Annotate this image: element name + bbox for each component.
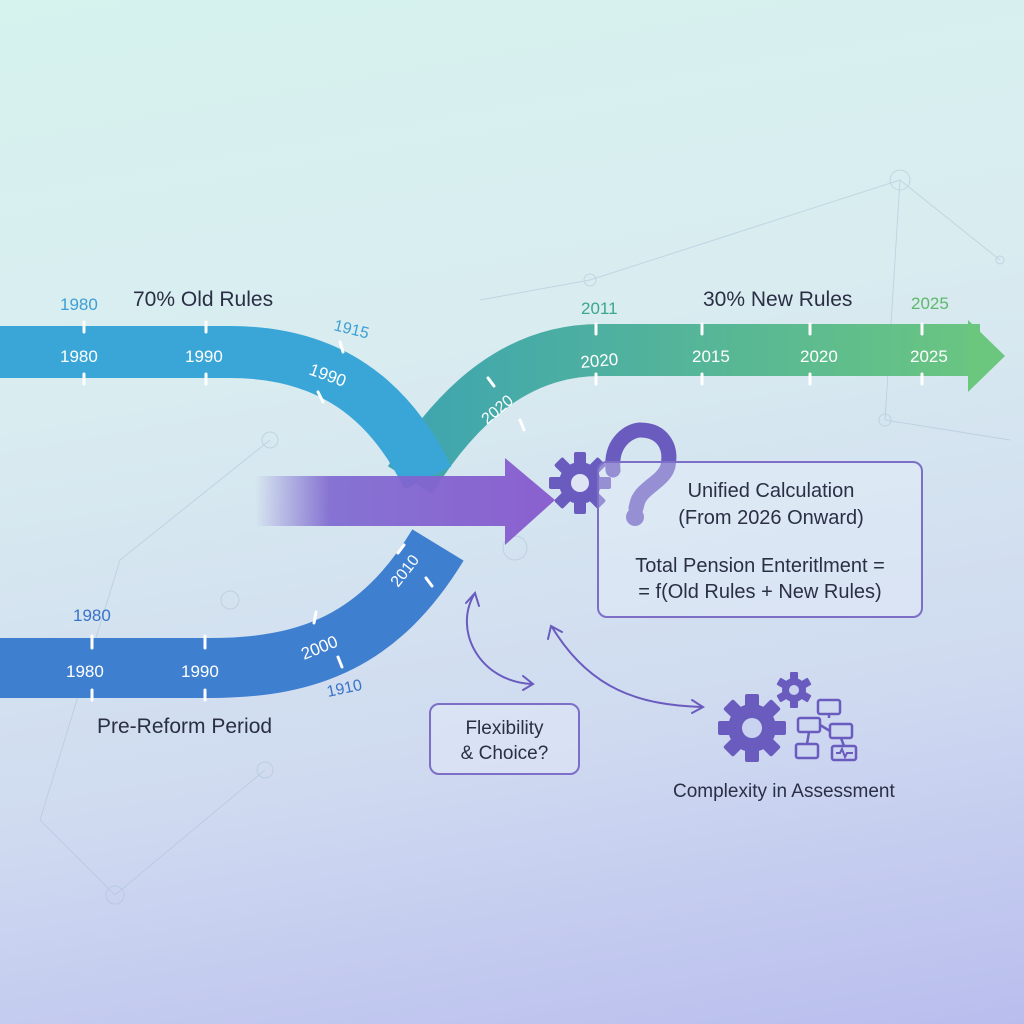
new-rules-tick-label: 2025 <box>910 347 948 366</box>
flexibility-box: Flexibility & Choice? <box>429 703 580 775</box>
new-rules-title: 30% New Rules <box>703 288 852 311</box>
new-rules-tick-label: 2020 <box>800 347 838 366</box>
old-rules-tick-label: 1980 <box>60 347 98 366</box>
new-rules-tick-label: 2020 <box>580 350 619 372</box>
gears-flowchart-icon <box>718 672 858 762</box>
old-rules-band <box>0 326 452 490</box>
old-rules-title: 70% Old Rules <box>133 288 273 311</box>
gear-icon <box>549 452 611 514</box>
new-rules-outer-year: 2011 <box>581 299 618 318</box>
pension-formula-line1: Total Pension Enteritlment = <box>635 555 885 577</box>
old-rules-outer-year: 1915 <box>332 317 371 342</box>
pre-reform-title: Pre-Reform Period <box>97 715 272 738</box>
unified-calculation-title: Unified Calculation <box>687 480 855 502</box>
unified-calculation-box: Unified Calculation (From 2026 Onward) T… <box>597 461 923 618</box>
new-rules-outer-year: 2025 <box>911 294 949 313</box>
pre-reform-tick-label: 1980 <box>66 662 104 681</box>
new-rules-arrowhead <box>968 320 1005 392</box>
new-rules-tick-label: 2015 <box>692 347 730 366</box>
connector-arrows <box>465 591 705 714</box>
pre-reform-outer-year: 1910 <box>325 677 363 701</box>
background-network <box>39 169 1011 905</box>
unified-arrow <box>255 458 555 545</box>
complexity-label: Complexity in Assessment <box>673 781 895 802</box>
question-mark-icon <box>605 422 677 526</box>
old-rules-tick-label: 1990 <box>185 347 223 366</box>
old-rules-outer-year: 1980 <box>60 295 98 314</box>
band-ticks <box>82 320 924 702</box>
unified-calculation-subtitle: (From 2026 Onward) <box>678 507 864 529</box>
flexibility-line2: & Choice? <box>460 743 549 764</box>
pre-reform-tick-label: 1990 <box>181 662 219 681</box>
pension-formula-line2: = f(Old Rules + New Rules) <box>638 581 882 603</box>
flexibility-line1: Flexibility <box>465 718 544 739</box>
pre-reform-outer-year: 1980 <box>73 606 111 625</box>
pre-reform-band <box>0 529 464 698</box>
